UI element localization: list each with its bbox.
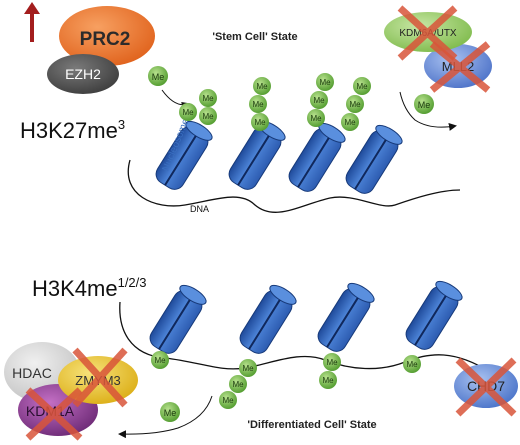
- svg-text:Me: Me: [154, 356, 166, 365]
- prc2-complex: [59, 6, 155, 66]
- methylation-arrow: [161, 89, 190, 110]
- kdm6a-cross-icon: [397, 5, 458, 61]
- svg-text:Me: Me: [326, 358, 338, 367]
- upregulation-arrow-icon: [24, 2, 40, 42]
- svg-text:Me: Me: [222, 396, 234, 405]
- h3k4me-label: H3K4me1/2/3: [32, 275, 147, 301]
- me-cluster-1: Me Me Me: [179, 89, 217, 125]
- nucleosome: [145, 280, 210, 359]
- me-marks-bottom: Me Me Me Me Me Me Me: [151, 351, 421, 409]
- nucleosome: [284, 118, 349, 197]
- mll2-cross-icon: [429, 41, 491, 93]
- svg-text:Me: Me: [319, 78, 331, 87]
- me-cluster-4: Me Me Me: [341, 77, 371, 131]
- svg-text:Me: Me: [164, 408, 177, 418]
- differentiated-state-title: 'Differentiated Cell' State: [247, 419, 376, 431]
- chd7-cross-icon: [455, 357, 517, 417]
- svg-text:Me: Me: [310, 114, 322, 123]
- svg-text:Me: Me: [242, 364, 254, 373]
- prc2-label: PRC2: [80, 29, 131, 50]
- svg-text:Me: Me: [406, 360, 418, 369]
- dna-label: DNA: [190, 204, 209, 214]
- svg-text:Me: Me: [322, 376, 334, 385]
- demethylation-arrow-bottom: [118, 395, 213, 439]
- me-cluster-2: Me Me Me: [249, 77, 271, 131]
- svg-text:Me: Me: [252, 100, 264, 109]
- dna-strand-top: [127, 159, 461, 213]
- svg-text:Me: Me: [256, 82, 268, 91]
- svg-text:Me: Me: [182, 108, 194, 117]
- nucleosome: [401, 276, 466, 355]
- svg-text:Me: Me: [152, 72, 165, 82]
- hdac-label: HDAC: [12, 365, 52, 381]
- svg-text:Me: Me: [254, 118, 266, 127]
- svg-text:Me: Me: [232, 380, 244, 389]
- ezh2-complex: [47, 54, 119, 94]
- svg-text:Me: Me: [202, 94, 214, 103]
- zmym3-cross-icon: [72, 347, 128, 408]
- me-cluster-3: Me Me Me: [307, 73, 334, 127]
- stem-cell-state-title: 'Stem Cell' State: [212, 31, 297, 43]
- me-outgoing-bottom: Me: [160, 402, 180, 422]
- me-incoming: Me: [148, 66, 168, 86]
- nucleosome: [313, 278, 378, 357]
- nucleosome: [235, 280, 300, 359]
- nucleosome: [341, 120, 406, 199]
- me-outgoing: Me: [414, 94, 434, 114]
- svg-text:Me: Me: [344, 118, 356, 127]
- demethylation-arrow: [399, 91, 457, 131]
- svg-text:Me: Me: [418, 100, 431, 110]
- h3k27me3-label: H3K27me3: [20, 117, 125, 143]
- kdm1a-cross-icon: [25, 387, 83, 441]
- svg-text:Me: Me: [313, 96, 325, 105]
- svg-text:Me: Me: [356, 82, 368, 91]
- svg-text:Me: Me: [202, 112, 214, 121]
- ezh2-label: EZH2: [65, 66, 101, 82]
- svg-text:Me: Me: [349, 100, 361, 109]
